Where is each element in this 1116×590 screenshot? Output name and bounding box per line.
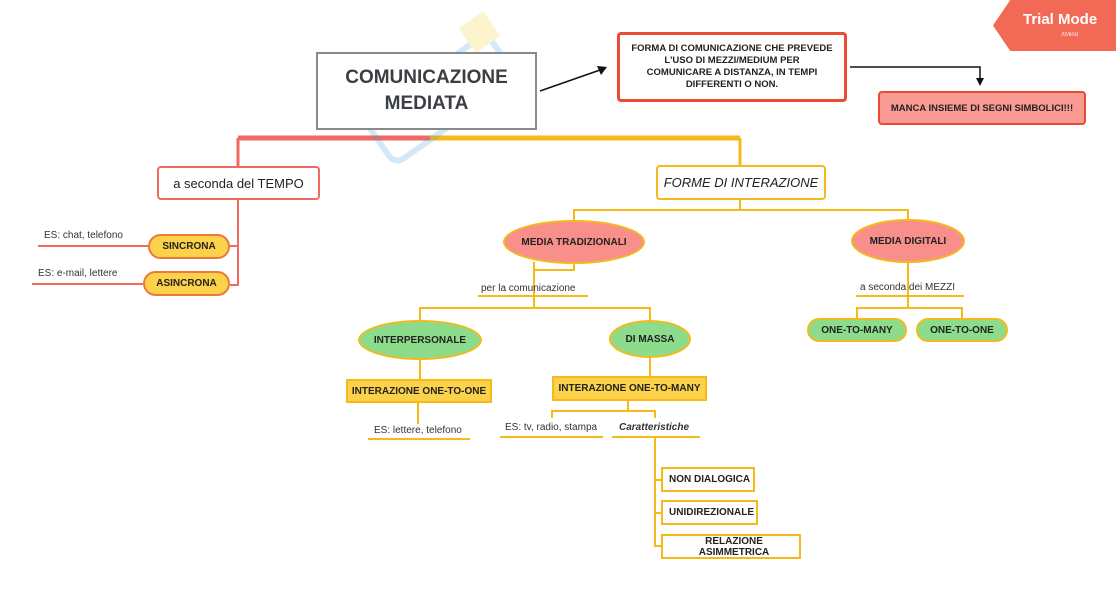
arrow-root-to-definition [539,69,601,92]
di-massa-node[interactable]: DI MASSA [609,320,691,358]
feature-non-dialogica[interactable]: NON DIALOGICA [661,467,755,492]
mass-example: ES: tv, radio, stampa [505,422,598,433]
sync-example: ES: chat, telefono [44,230,123,241]
root-node[interactable]: COMUNICAZIONE MEDIATA [316,52,537,130]
interpersonal-example: ES: lettere, telefono [374,425,462,436]
per-comunicazione-label: per la comunicazione [481,283,576,294]
interazione-one-to-many-node[interactable]: INTERAZIONE ONE-TO-MANY [552,376,707,401]
trial-mode-badge: Trial Mode XMind [993,0,1116,51]
connector-mass-examples-split [551,401,656,418]
arrow-head-definition [597,66,607,75]
connector-tempo-trunk [230,200,239,286]
digital-one-to-many-node[interactable]: ONE-TO-MANY [807,318,907,342]
arrow-definition-to-missing [850,66,981,80]
connector-interpersonal-mass-split [419,296,651,322]
connector-media-split [573,209,909,222]
media-tradizionali-node[interactable]: MEDIA TRADIZIONALI [503,220,645,264]
missing-symbols-note[interactable]: MANCA INSIEME DI SEGNI SIMBOLICI!!! [878,91,1086,125]
tempo-node[interactable]: a seconda del TEMPO [157,166,320,200]
trial-mode-brand: XMind [1061,32,1079,38]
interazione-one-to-one-node[interactable]: INTERAZIONE ONE-TO-ONE [346,379,492,403]
caratteristiche-label: Caratteristiche [619,422,690,433]
definition-note[interactable]: FORMA DI COMUNICAZIONE CHE PREVEDE L'USO… [617,32,847,102]
interazione-node[interactable]: FORME DI INTERAZIONE [656,165,826,200]
trial-mode-title: Trial Mode [1023,11,1098,28]
media-digitali-node[interactable]: MEDIA DIGITALI [851,219,965,263]
feature-unidirezionale[interactable]: UNIDIREZIONALE [661,500,758,525]
feature-relazione-asimmetrica[interactable]: RELAZIONE ASIMMETRICA [661,534,801,559]
asincrona-node[interactable]: ASINCRONA [143,271,230,296]
connector-features [654,437,661,547]
connector-digital-options [856,296,963,318]
interpersonale-node[interactable]: INTERPERSONALE [358,320,482,360]
connector-to-per-comunicazione [533,262,575,296]
arrow-head-missing [976,78,984,86]
async-example: ES: e-mail, lettere [38,268,118,279]
mezzi-label: a seconda dei MEZZI [860,282,956,293]
digital-one-to-one-node[interactable]: ONE-TO-ONE [916,318,1008,342]
sincrona-node[interactable]: SINCRONA [148,234,230,259]
